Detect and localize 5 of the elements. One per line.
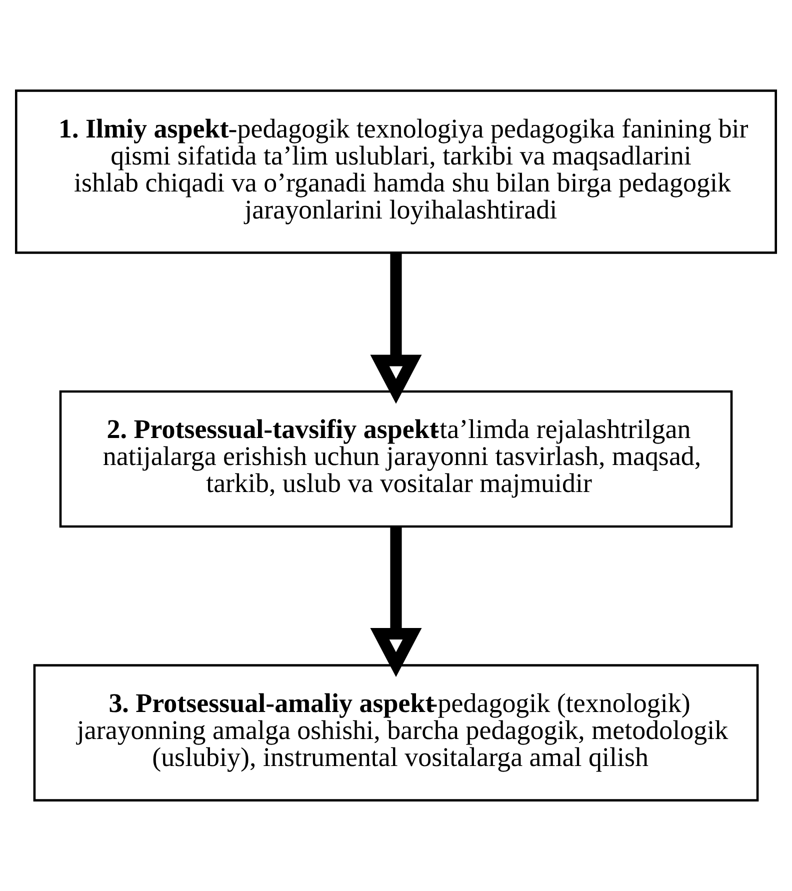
node-box: 1. Ilmiy aspekt-pedagogik texnologiya pedagogika fanining bir qismi sifatida ta’lim uslublari, tarkibi va maqsadlarini ishlab chiqadi va o’rganadi hamda shu bilan birga pedagogik jarayonlarini loyihalashtiradi	[14, 90, 778, 254]
arrow	[370, 526, 422, 678]
node-box: 2. Protsessual-tavsifiy aspekt-ta’limda rejalashtrilgan natijalarga erishish uchun jarayonni tasvirlash, maqsad, tarkib, uslub va vositalar majmuidir	[59, 390, 733, 528]
node-box: 3. Protsessual-amaliy aspekt-pedagogik (texnologik) jarayonning amalga oshishi, barcha pedagogik, metodologik (uslubiy), instrumental vositalarga amal qilish	[33, 664, 759, 802]
arrow	[370, 253, 422, 404]
